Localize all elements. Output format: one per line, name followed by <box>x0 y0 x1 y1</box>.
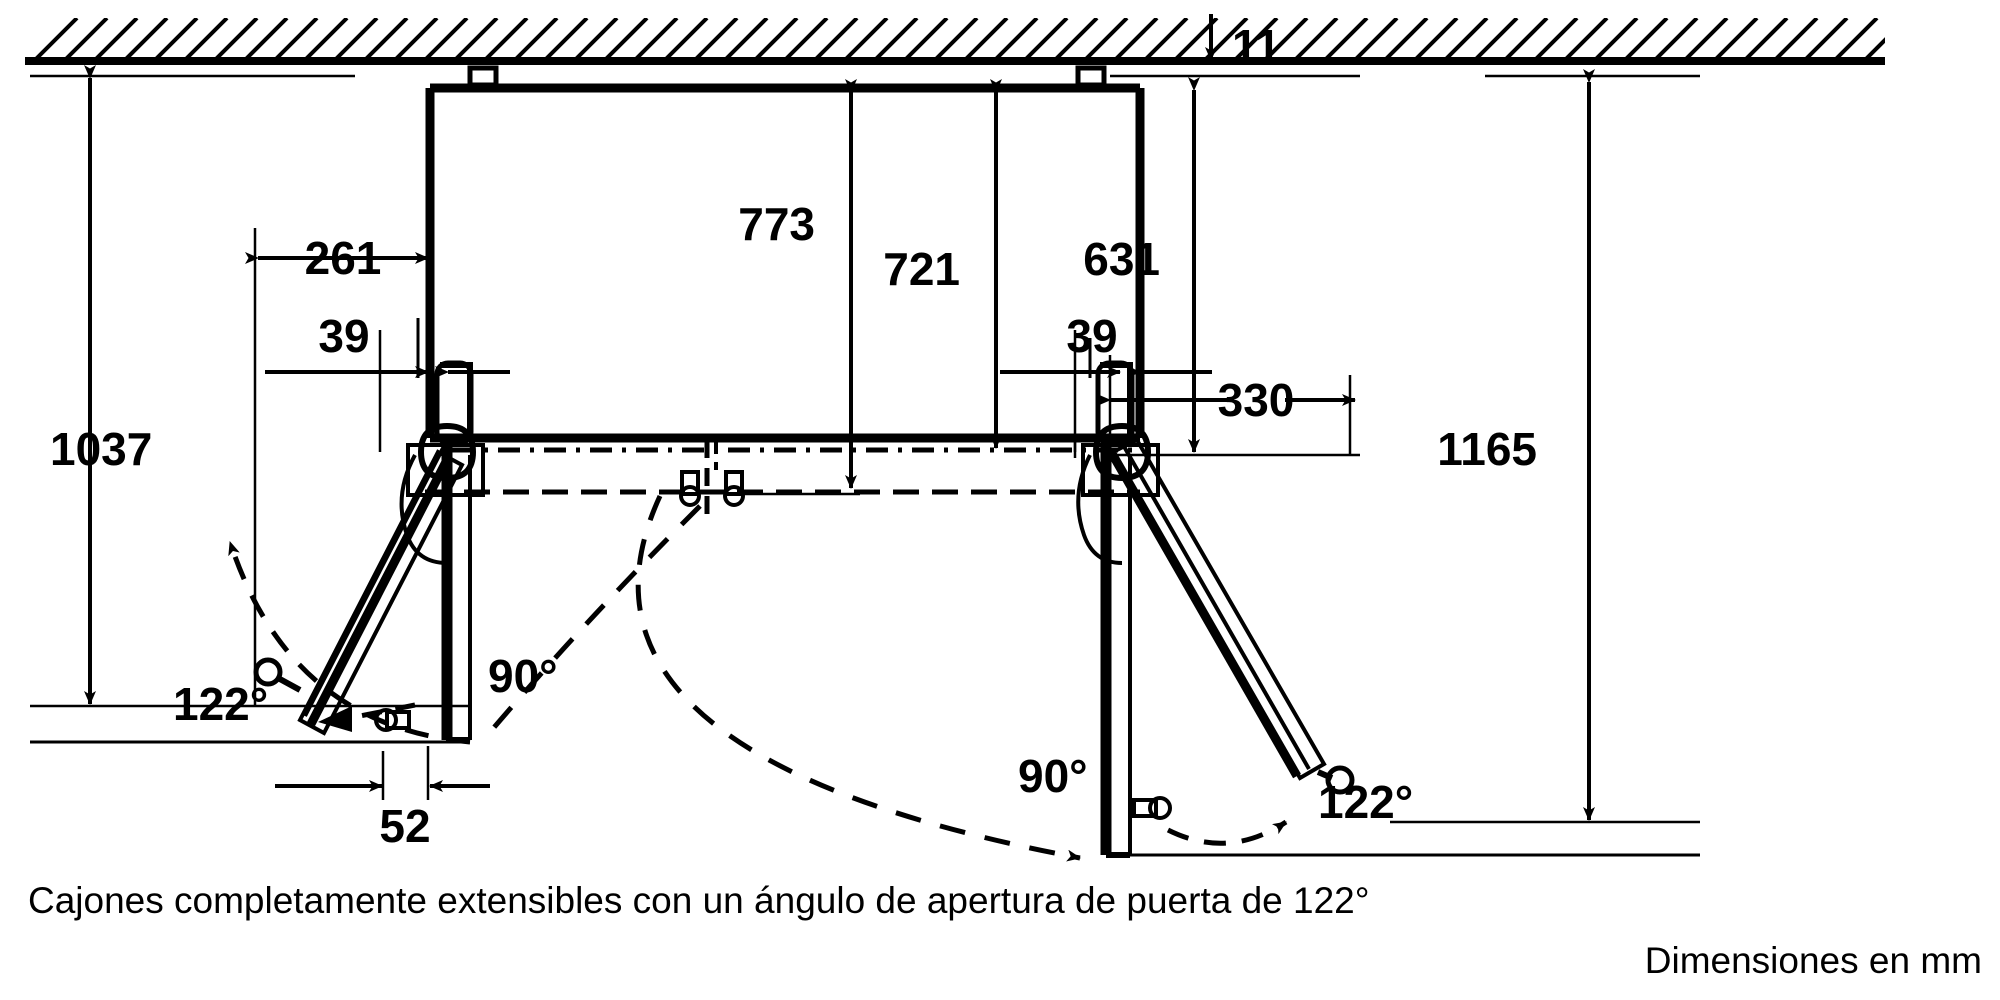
left-door-open-panel <box>253 447 465 736</box>
ceiling-bracket-left <box>467 65 499 88</box>
angle-122-left-label: 122° <box>173 678 268 730</box>
dimension-52: 52 <box>275 780 490 852</box>
dimension-261: 261 <box>245 232 429 284</box>
center-handle-pins <box>679 470 745 507</box>
dimension-1037-label: 1037 <box>50 423 152 475</box>
angle-90-right-label: 90° <box>1018 750 1088 802</box>
right-door-handle-pin <box>1132 796 1172 820</box>
dimension-773-label: 773 <box>738 198 815 250</box>
dimension-330: 330 <box>1097 374 1356 426</box>
dimension-39-right: 39 <box>1000 310 1212 378</box>
center-detail-lines <box>425 440 1140 520</box>
right-door-assembly <box>483 360 1355 862</box>
dimension-39-right-label: 39 <box>1066 310 1117 362</box>
dimension-721-label: 721 <box>883 243 960 295</box>
left-door-assembly <box>227 360 485 745</box>
dimension-631-label: 631 <box>1083 233 1160 285</box>
center-left-90-arc <box>483 504 702 740</box>
dimension-1037: 1037 <box>50 65 152 705</box>
angle-90-left-label: 90° <box>488 650 558 702</box>
dimension-52-label: 52 <box>379 800 430 852</box>
right-90-arc <box>635 494 1081 862</box>
appliance-body <box>425 65 1145 443</box>
dimension-330-label: 330 <box>1218 374 1295 426</box>
left-122-arc <box>349 702 416 721</box>
dimension-39-left: 39 <box>265 310 510 378</box>
dimension-1165: 1165 <box>1437 69 1595 821</box>
angle-122-right-label: 122° <box>1318 776 1413 828</box>
dimension-39-left-label: 39 <box>318 310 369 362</box>
left-90-arc <box>227 541 471 745</box>
left-hinge-plate <box>406 443 485 497</box>
caption-main: Cajones completamente extensibles con un… <box>28 880 1370 921</box>
dimension-261-label: 261 <box>305 232 382 284</box>
right-door-open-knuckle <box>1325 765 1355 795</box>
dimension-721: 721 <box>883 79 1002 449</box>
dimension-1165-label: 1165 <box>1437 423 1537 475</box>
left-door-open-knuckle <box>253 657 283 687</box>
ceiling-bracket-right <box>1075 65 1107 88</box>
dimension-773: 773 <box>738 79 857 489</box>
dimension-11-label: 11 <box>1232 20 1281 72</box>
caption-units: Dimensiones en mm <box>1644 940 1982 981</box>
dimension-631: 631 <box>1083 77 1200 453</box>
dimension-11: 11 <box>1205 14 1281 72</box>
right-door-open-panel <box>1106 437 1355 795</box>
left-122-arrowhead <box>318 706 352 732</box>
right-122-arc <box>1166 819 1288 846</box>
